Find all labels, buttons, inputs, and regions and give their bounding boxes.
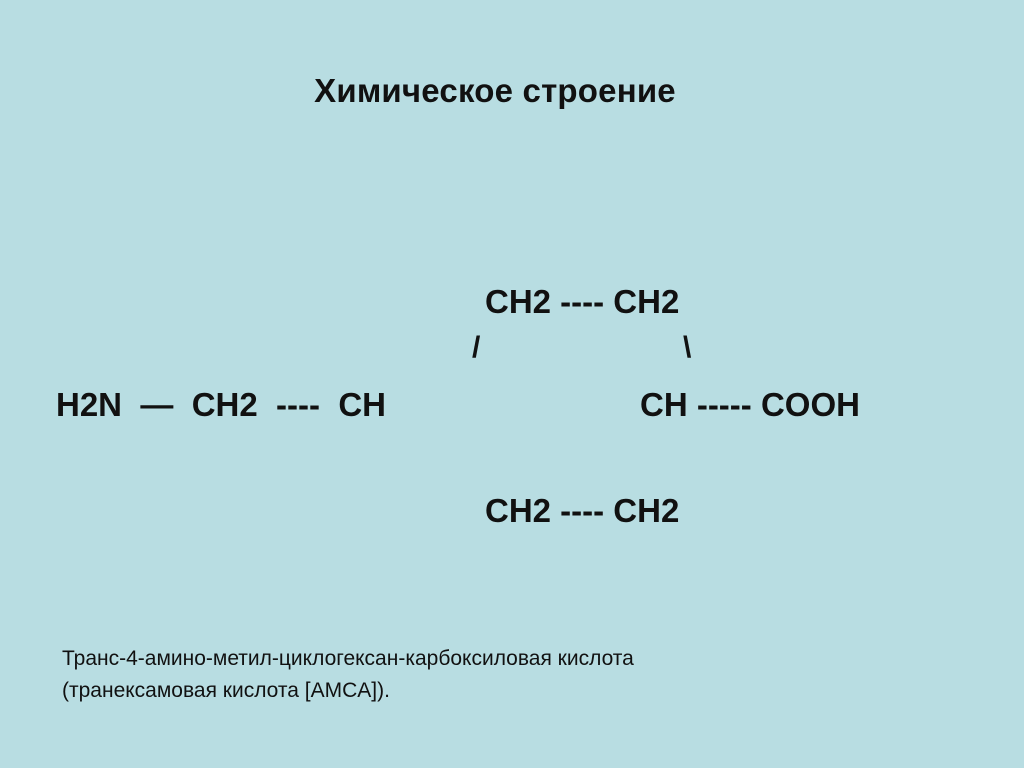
caption-line-1: Транс-4-амино-метил-циклогексан-карбокси… <box>62 647 634 670</box>
ring-top-bond: CH2 ---- CH2 <box>485 283 680 320</box>
ring-bond-right: \ <box>683 331 692 364</box>
slide-title: Химическое строение <box>314 72 676 109</box>
caption-line-2: (транексамовая кислота [AMCA]). <box>62 679 390 702</box>
chain-left: H2N — CH2 ---- CH <box>56 386 386 423</box>
ring-bond-left: / <box>472 331 481 364</box>
chain-right: CH ----- COOH <box>640 386 860 423</box>
ring-bottom-bond: CH2 ---- CH2 <box>485 492 680 529</box>
